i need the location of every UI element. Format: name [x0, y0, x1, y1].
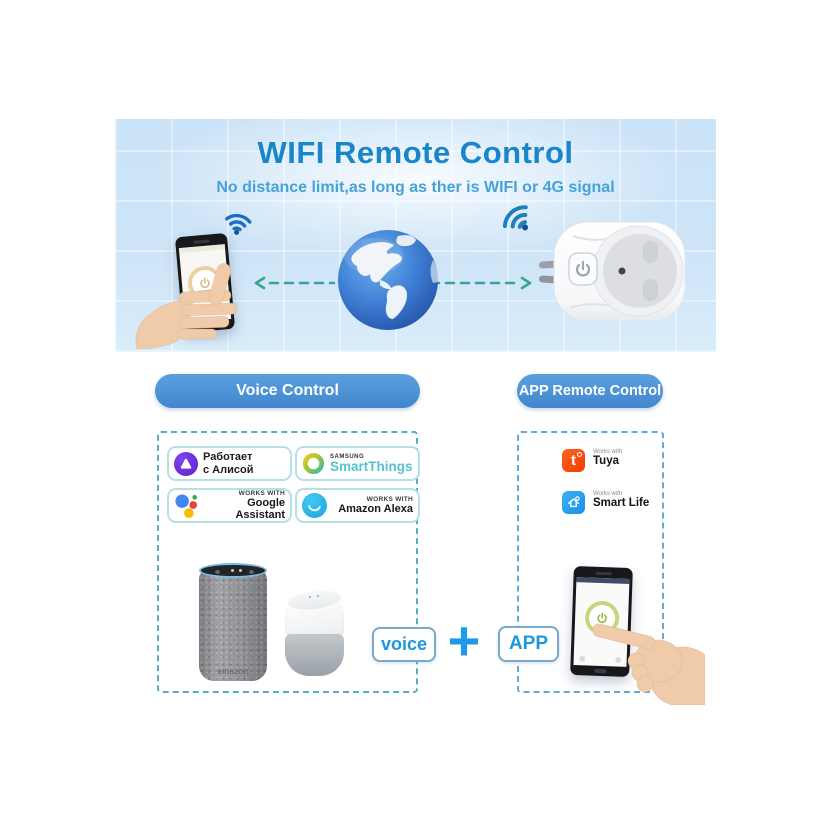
smartthings-label: SmartThings: [330, 458, 413, 474]
banner-subtitle: No distance limit,as long as ther is WIF…: [216, 179, 615, 196]
smartphone: [174, 232, 236, 334]
tuya-label: Tuya: [593, 455, 619, 467]
arrow-right-icon: [429, 276, 533, 290]
phone-speaker: [193, 239, 210, 244]
app-power-button: [186, 264, 224, 301]
hero-banner: WIFI Remote Control No distance limit,as…: [115, 119, 716, 352]
amazon-alexa-badge: WORKS WITH Amazon Alexa: [295, 488, 420, 523]
google-home-speaker: [285, 587, 344, 676]
amazon-alexa-label: Amazon Alexa: [338, 503, 413, 515]
amazon-echo-speaker: amazon: [199, 563, 267, 681]
works-with-label: WORKS WITH: [366, 496, 413, 503]
arrow-left-icon: [253, 276, 347, 290]
banner-title: WIFI Remote Control: [257, 135, 574, 170]
app-power-button: [584, 600, 620, 636]
google-assistant-label: Google Assistant: [235, 497, 285, 521]
phone-screen: [573, 577, 630, 667]
hand-holding-phone: [133, 257, 255, 350]
works-with-label: Works with: [593, 491, 623, 497]
app-button[interactable]: APP: [498, 626, 559, 662]
power-icon: [575, 260, 591, 277]
app-remote-control-pill[interactable]: APP Remote Control: [517, 374, 663, 408]
echo-top-light-ring: [199, 563, 267, 578]
smart-plug: [537, 217, 689, 325]
smart-life-label: Smart Life: [593, 497, 650, 509]
smart-life-app-icon: [562, 491, 585, 514]
tuya-app-icon: t: [562, 449, 585, 472]
yandex-alice-badge: Работает с Алисой: [167, 446, 292, 481]
plus-icon: +: [447, 609, 481, 672]
google-assistant-badge: WORKS WITH Google Assistant: [167, 488, 292, 523]
amazon-brand-label: amazon: [217, 667, 249, 676]
yandex-alice-icon: [174, 451, 198, 476]
alice-label-line2: с Алисой: [203, 463, 254, 476]
power-icon: [596, 612, 607, 623]
google-assistant-icon: [174, 493, 199, 518]
wifi-signal-icon: [221, 207, 254, 238]
earth-globe: [336, 228, 440, 332]
smartphone-app: [570, 566, 633, 677]
voice-control-pill[interactable]: Voice Control: [155, 374, 420, 408]
app-remote-box: t Works with Tuya Works with Smart Life: [517, 431, 664, 693]
amazon-alexa-icon: [302, 493, 327, 518]
works-with-label: Works with: [593, 449, 623, 455]
smartthings-badge: SAMSUNG SmartThings: [295, 446, 420, 481]
works-with-label: WORKS WITH: [238, 490, 285, 497]
voice-control-box: Работает с Алисой SAMSUNG SmartThings: [157, 431, 420, 693]
wifi-signal-icon: [493, 195, 540, 242]
voice-button[interactable]: voice: [372, 627, 436, 662]
smartthings-icon: [302, 452, 325, 475]
power-icon: [200, 277, 210, 288]
hand-tapping-phone: [580, 603, 706, 706]
samsung-label: SAMSUNG: [330, 453, 365, 460]
phone-screen: [178, 244, 232, 323]
alice-label-line1: Работает: [203, 450, 253, 463]
